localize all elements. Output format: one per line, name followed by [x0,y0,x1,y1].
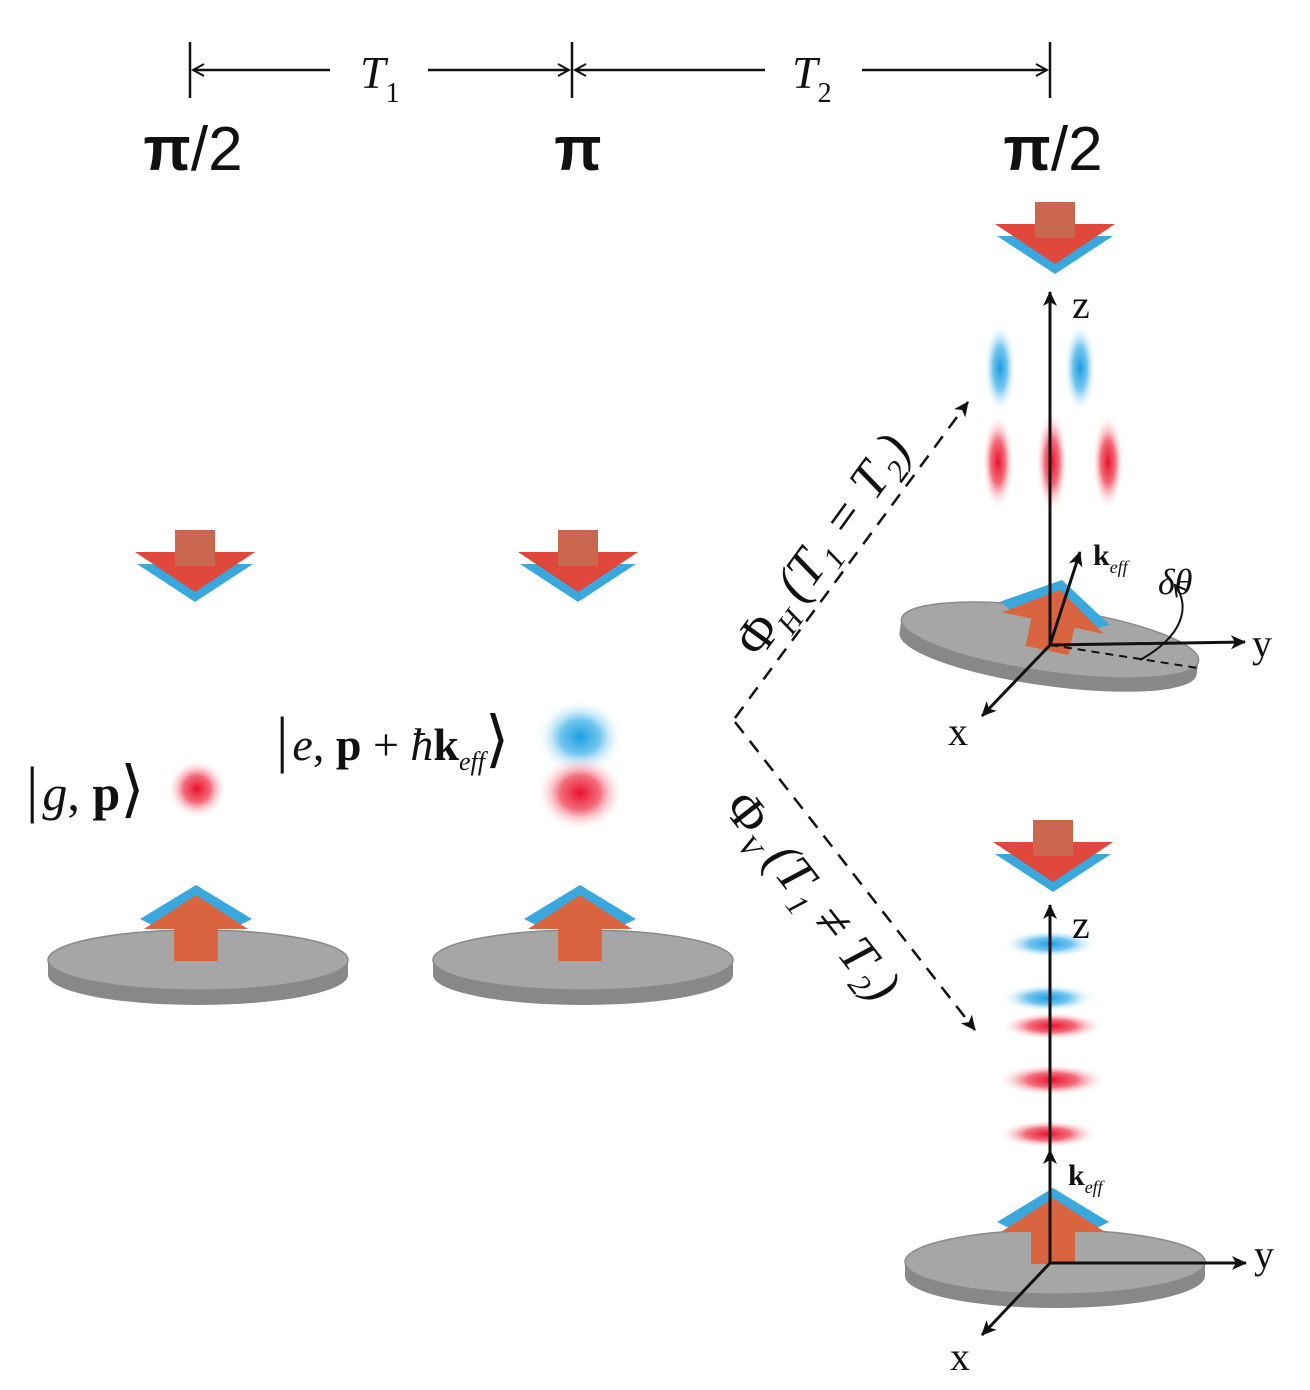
t1-label: T1 [360,47,400,109]
pulse-label-first: π/2 [143,115,242,184]
fringe-blue [1064,322,1096,414]
fringe-red [1092,414,1124,510]
atom-ground-state [167,759,227,819]
branch-to-horizontal [733,401,970,719]
laser-down-second [518,530,638,602]
axes-bottom [980,904,1247,1337]
x-axis-top [980,643,1052,718]
fringe-red [1000,1012,1104,1040]
platform-first [47,885,349,1005]
y-axis-top [1049,635,1246,650]
t2-label: T2 [792,47,832,109]
fringe-blue [1000,984,1096,1012]
ground-state-label: |g, p⟩ [26,756,144,824]
fringe-red [982,414,1014,510]
k-eff-label-bottom: keff [1068,1159,1106,1197]
branch-arrows [733,401,976,1031]
tilt-angle-arc [1139,585,1183,661]
laser-down-first [135,530,255,602]
x-axis-bottom [980,1261,1052,1337]
laser-down-third-top [995,202,1115,274]
timing-bar [188,42,1052,98]
platform-flat [904,1188,1206,1308]
k-eff-label-top: keff [1093,539,1131,577]
branch-to-vertical [734,721,976,1031]
platform-second [432,885,734,1005]
phase-horizontal-label: ΦH(T₁ = T₂) [724,424,928,671]
tilted-axis-dashed [1049,644,1199,669]
x-label-bottom: x [950,1334,970,1379]
fringe-red [997,1064,1107,1096]
fringes-vertical [997,930,1107,1148]
laser-down-third-bottom [993,820,1113,892]
atom-excited-blue [536,699,624,775]
y-label-top: y [1252,621,1272,666]
axes-top [980,291,1246,718]
tilt-angle-label: δθ [1158,562,1192,602]
fringe-red [1036,410,1068,514]
x-label-top: x [948,709,968,754]
fringe-blue [984,322,1016,414]
y-label-bottom: y [1254,1232,1274,1277]
fringe-red [998,1120,1098,1148]
phase-vertical-label: ΦV(T₁ ≠ T₂) [707,780,911,1016]
pulse-label-second: π [554,115,601,184]
atom-excited-red [536,755,624,831]
fringes-horizontal [982,322,1124,514]
z-label-bottom: z [1072,902,1090,947]
z-label-top: z [1072,282,1090,327]
excited-state-label: |e, p + ħkeff⟩ [276,706,509,776]
k-eff-arrow-top [1048,551,1083,646]
pulse-label-third: π/2 [1003,115,1102,184]
